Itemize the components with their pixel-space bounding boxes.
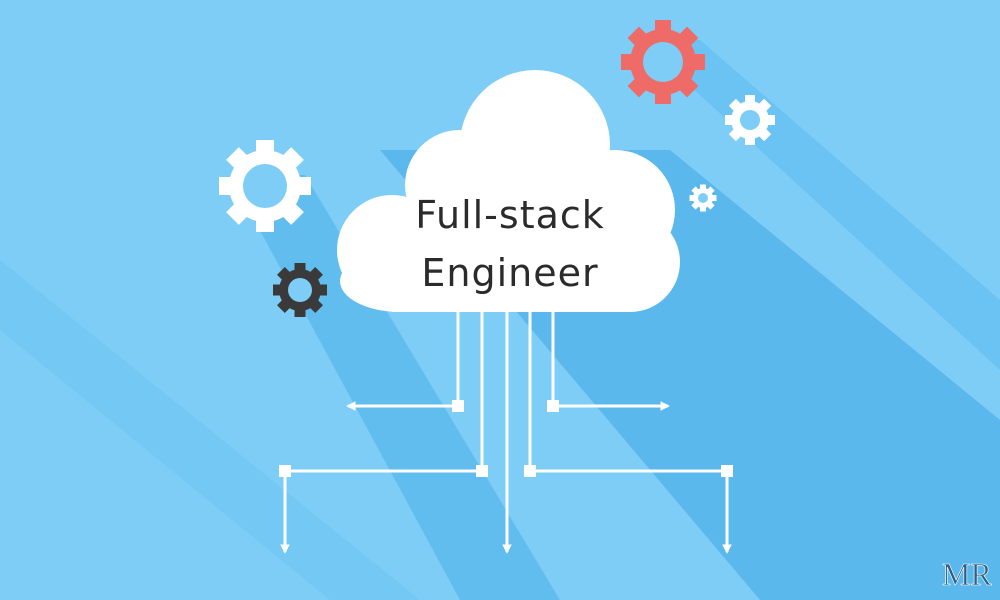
gear-icon-small-white bbox=[725, 95, 775, 145]
title-line-1: Full-stack bbox=[415, 193, 605, 237]
watermark-text: MR bbox=[942, 556, 992, 591]
connector-nodes bbox=[279, 400, 733, 477]
gear-icon-red bbox=[621, 20, 705, 104]
node-square bbox=[452, 400, 464, 412]
gear-icon-dark bbox=[273, 263, 327, 317]
title-line-2: Engineer bbox=[421, 251, 599, 295]
node-square bbox=[476, 465, 488, 477]
node-square bbox=[547, 400, 559, 412]
gear-icon-large-white bbox=[219, 140, 311, 232]
node-square bbox=[279, 465, 291, 477]
cloud-icon bbox=[337, 70, 680, 312]
connector-right-lower bbox=[528, 312, 732, 554]
node-square bbox=[524, 465, 536, 477]
gear-icon-tiny-white bbox=[689, 184, 717, 212]
connector-left-lower bbox=[280, 312, 484, 554]
watermark-logo: MR bbox=[942, 556, 992, 591]
node-square bbox=[721, 465, 733, 477]
